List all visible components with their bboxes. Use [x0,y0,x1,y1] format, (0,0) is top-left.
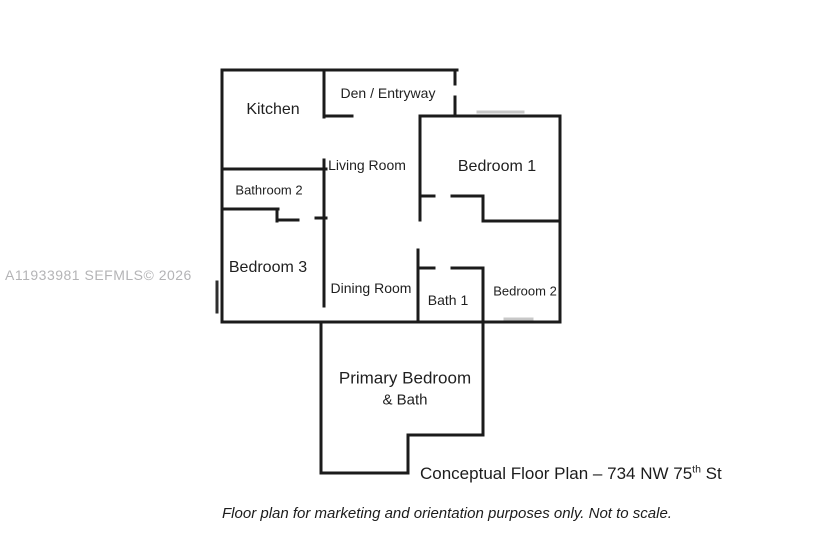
room-label-bedroom-1: Bedroom 1 [457,158,537,175]
room-label-dining-room: Dining Room [330,280,412,296]
room-label-den-entryway: Den / Entryway [340,85,436,101]
room-label-primary-bath: & Bath [382,391,428,409]
room-label-bedroom-3: Bedroom 3 [228,259,308,276]
caption-text: Conceptual Floor Plan – 734 NW 75th St [420,464,722,484]
room-label-primary-bedroom: Primary Bedroom [338,368,472,388]
caption-superscript: th [692,463,701,476]
room-label-kitchen: Kitchen [246,101,300,118]
room-label-bath-1: Bath 1 [427,292,469,308]
caption-suffix: St [700,464,722,483]
mls-watermark: A11933981 SEFMLS© 2026 [5,267,192,283]
room-label-bedroom-2: Bedroom 2 [493,283,557,299]
room-label-living-room: Living Room [328,157,406,173]
disclaimer-text: Floor plan for marketing and orientation… [222,505,672,522]
caption-prefix: Conceptual Floor Plan – 734 NW 75 [420,464,693,483]
room-label-bathroom-2: Bathroom 2 [235,182,303,198]
